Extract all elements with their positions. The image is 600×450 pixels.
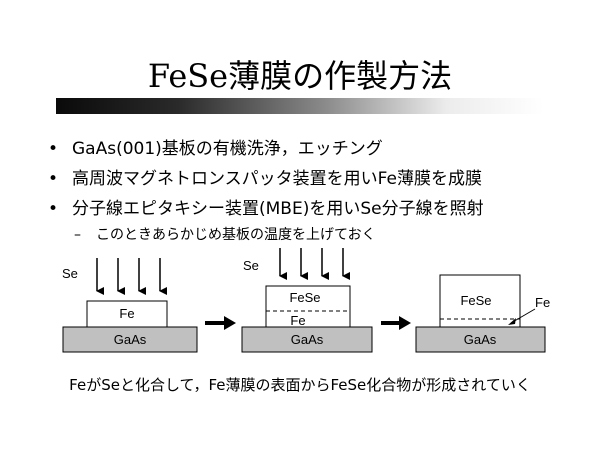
stage3-fe-label: Fe [535, 295, 550, 310]
stage1-group: Se Fe GaAs [62, 258, 198, 353]
title-gradient-bar [56, 98, 544, 114]
bullet-item-sputtering: • 高周波マグネトロンスパッタ装置を用いFe薄膜を成膜 [44, 164, 584, 194]
stage1-fe-label: Fe [119, 306, 134, 321]
process-arrow-icon [381, 316, 411, 330]
stage2-se-beam-arrows [279, 248, 350, 280]
stage3-fese-label: FeSe [460, 293, 491, 308]
bullet-text: GaAs(001)基板の有機洗浄，エッチング [72, 139, 383, 159]
stage2-gaas-label: GaAs [291, 332, 324, 347]
bullet-text: 分子線エピタキシー装置(MBE)を用いSe分子線を照射 [72, 199, 484, 219]
stage3-group: FeSe Fe GaAs [415, 274, 550, 353]
sub-bullet-item: – このときあらかじめ基板の温度を上げておく [44, 224, 584, 246]
stage2-se-label: Se [243, 258, 259, 273]
stage2-fese-label: FeSe [289, 290, 320, 305]
process-arrow-icon [205, 316, 236, 330]
bullet-item-mbe: • 分子線エピタキシー装置(MBE)を用いSe分子線を照射 [44, 194, 584, 224]
stage2-group: Se FeSe Fe GaAs [241, 248, 373, 353]
bullet-marker: • [48, 139, 59, 159]
stage2-fe-label: Fe [290, 313, 305, 328]
bullet-marker: • [48, 199, 59, 219]
bullet-item-cleaning: • GaAs(001)基板の有機洗浄，エッチング [44, 134, 584, 164]
stage3-substrate [415, 326, 546, 353]
stage3-gaas-label: GaAs [464, 332, 497, 347]
diagram-caption: FeがSeと化合して，Fe薄膜の表面からFeSe化合物が形成されていく [69, 376, 531, 394]
stage1-substrate [62, 326, 198, 353]
stage2-substrate [241, 326, 373, 353]
stage3-fe-pointer-icon [508, 318, 516, 325]
stage2-film-stack [265, 285, 351, 328]
bullet-list: • GaAs(001)基板の有機洗浄，エッチング • 高周波マグネトロンスパッタ… [44, 134, 584, 246]
sub-bullet-text: このときあらかじめ基板の温度を上げておく [96, 227, 376, 243]
sub-bullet-marker: – [74, 227, 81, 243]
stage1-fe-film [86, 300, 168, 328]
bullet-text: 高周波マグネトロンスパッタ装置を用いFe薄膜を成膜 [72, 169, 482, 189]
stage1-se-label: Se [62, 266, 78, 281]
stage1-se-beam-arrows [96, 258, 167, 295]
bullet-marker: • [48, 169, 59, 189]
stage3-fese-film [439, 274, 521, 328]
stage1-gaas-label: GaAs [114, 332, 147, 347]
slide-title: FeSe薄膜の作製方法 [147, 57, 453, 95]
